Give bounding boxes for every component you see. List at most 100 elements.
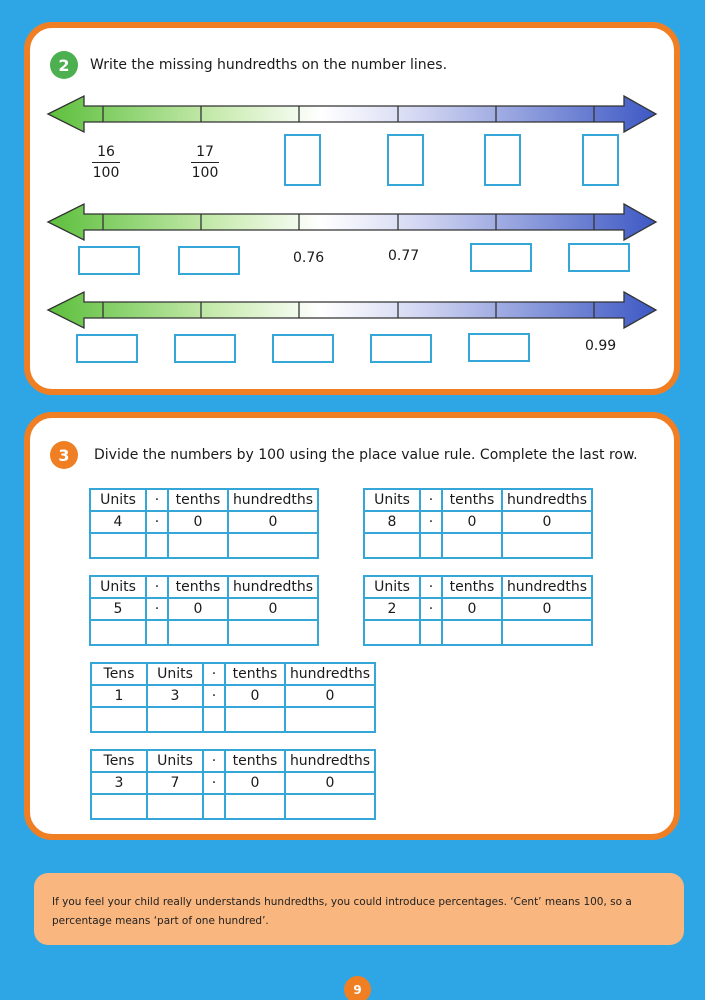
answer-cell[interactable] [441,619,503,646]
answer-box[interactable] [468,333,530,362]
answer-box[interactable] [272,334,334,363]
header-cell: · [202,662,226,686]
decimal-label: 0.77 [388,248,420,264]
question-instruction: Write the missing hundredths on the numb… [90,57,448,73]
answer-cell[interactable] [145,532,169,559]
answer-box[interactable] [484,134,521,186]
table-row: 1 3 · 0 0 [90,684,376,708]
answer-box[interactable] [78,246,140,275]
number-line [46,94,658,134]
answer-box[interactable] [174,334,236,363]
answer-box[interactable] [470,243,532,272]
table-row: 8 · 0 0 [363,510,593,534]
question-number-badge: 2 [50,51,78,79]
answer-cell[interactable] [167,619,229,646]
header-cell: hundredths [284,662,376,686]
table-cell: 3 [146,684,204,708]
header-cell: · [419,488,443,512]
answer-cell[interactable] [501,532,593,559]
table-cell: 5 [89,597,147,621]
table-cell: 0 [227,510,319,534]
answer-cell[interactable] [363,619,421,646]
answer-cell[interactable] [224,793,286,820]
question-2-panel: 2 Write the missing hundredths on the nu… [24,22,680,395]
answer-cell[interactable] [89,532,147,559]
table-header-row: Units · tenths hundredths [89,575,319,599]
table-cell: · [419,510,443,534]
table-cell: 0 [441,597,503,621]
table-header-row: Tens Units · tenths hundredths [90,749,376,773]
answer-cell[interactable] [146,706,204,733]
table-row: 3 7 · 0 0 [90,771,376,795]
place-value-table: Units · tenths hundredths 8 · 0 0 [363,488,593,559]
answer-cell[interactable] [146,793,204,820]
answer-row[interactable] [363,532,593,559]
answer-cell[interactable] [284,793,376,820]
answer-cell[interactable] [90,706,148,733]
answer-box[interactable] [370,334,432,363]
answer-cell[interactable] [284,706,376,733]
answer-box[interactable] [568,243,630,272]
answer-cell[interactable] [167,532,229,559]
header-cell: · [145,488,169,512]
answer-cell[interactable] [419,619,443,646]
table-cell: 1 [90,684,148,708]
answer-cell[interactable] [227,619,319,646]
table-cell: 0 [284,771,376,795]
answer-cell[interactable] [441,532,503,559]
answer-cell[interactable] [224,706,286,733]
header-cell: · [145,575,169,599]
answer-cell[interactable] [363,532,421,559]
table-header-row: Units · tenths hundredths [89,488,319,512]
number-line [46,290,658,330]
answer-cell[interactable] [419,532,443,559]
answer-box[interactable] [178,246,240,275]
header-cell: tenths [167,575,229,599]
table-header-row: Units · tenths hundredths [363,575,593,599]
header-cell: Units [89,575,147,599]
header-cell: Units [89,488,147,512]
table-cell: 0 [167,510,229,534]
table-cell: 0 [441,510,503,534]
place-value-table: Tens Units · tenths hundredths 3 7 · 0 0 [90,749,376,820]
answer-cell[interactable] [90,793,148,820]
page-number: 9 [344,976,371,1000]
answer-cell[interactable] [145,619,169,646]
answer-row[interactable] [90,793,376,820]
header-cell: hundredths [284,749,376,773]
answer-box[interactable] [284,134,321,186]
table-cell: · [202,684,226,708]
question-instruction: Divide the numbers by 100 using the plac… [94,447,638,463]
answer-row[interactable] [89,532,319,559]
header-cell: tenths [224,662,286,686]
answer-cell[interactable] [89,619,147,646]
header-cell: tenths [441,488,503,512]
answer-cell[interactable] [227,532,319,559]
answer-row[interactable] [363,619,593,646]
answer-cell[interactable] [501,619,593,646]
question-3-panel: 3 Divide the numbers by 100 using the pl… [24,412,680,840]
table-header-row: Units · tenths hundredths [363,488,593,512]
header-cell: Units [146,749,204,773]
table-cell: · [202,771,226,795]
answer-box[interactable] [387,134,424,186]
answer-cell[interactable] [202,793,226,820]
table-row: 2 · 0 0 [363,597,593,621]
header-cell: tenths [167,488,229,512]
decimal-label: 0.76 [293,250,325,266]
table-cell: 7 [146,771,204,795]
table-cell: 2 [363,597,421,621]
header-cell: Tens [90,749,148,773]
table-cell: 0 [224,684,286,708]
table-cell: 0 [501,510,593,534]
table-cell: 3 [90,771,148,795]
answer-box[interactable] [582,134,619,186]
table-cell: 8 [363,510,421,534]
header-cell: hundredths [227,575,319,599]
answer-row[interactable] [90,706,376,733]
question-number-badge: 3 [50,441,78,469]
answer-row[interactable] [89,619,319,646]
answer-cell[interactable] [202,706,226,733]
answer-box[interactable] [76,334,138,363]
